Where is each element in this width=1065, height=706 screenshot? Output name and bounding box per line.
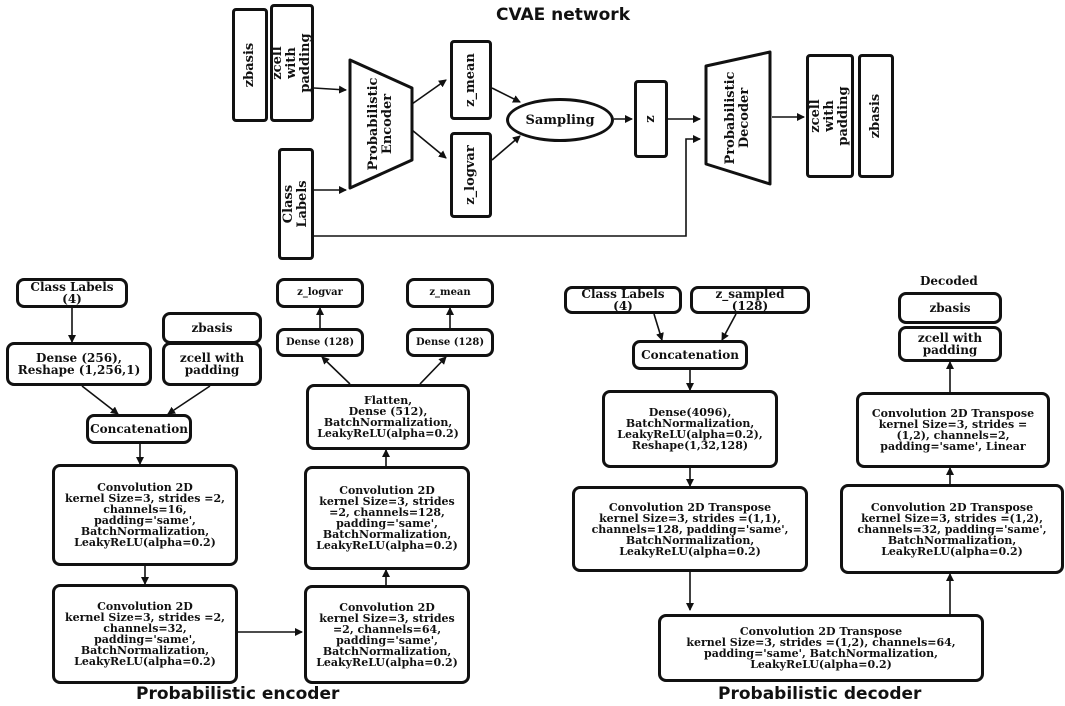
enc-conv-layer-3: Convolution 2D kernel Size=3, strides =2… [304, 585, 470, 684]
dec-class-labels-box: Class Labels (4) [564, 286, 682, 314]
enc-dense-mean-box: Dense (128) [406, 328, 494, 357]
top-zlogvar-block: z_logvar [450, 132, 492, 218]
probabilistic-encoder-label: Probabilistic Encoder [366, 77, 395, 171]
top-zcell-block: zcell with padding [270, 4, 314, 122]
dec-decoded-label: Decoded [920, 274, 978, 288]
top-zmean-label: z_mean [463, 53, 478, 107]
decoder-trapezoid [704, 50, 772, 186]
dec-tconv-layer-4: Convolution 2D Transpose kernel Size=3, … [856, 392, 1050, 468]
top-zmean-block: z_mean [450, 40, 492, 120]
enc-class-labels-box: Class Labels (4) [16, 278, 128, 308]
enc-zcell-box: zcell with padding [162, 342, 262, 386]
probabilistic-decoder-label: Probabilistic Decoder [723, 71, 752, 165]
enc-flatten-box: Flatten, Dense (512), BatchNormalization… [306, 384, 470, 450]
arrow-zlogvar-to-sampling [491, 135, 521, 161]
arrow-classlabels-to-decoder [312, 135, 701, 237]
top-zlogvar-label: z_logvar [463, 145, 478, 205]
top-class-labels-label: Class Labels [281, 180, 310, 228]
enc-conv-layer-2: Convolution 2D kernel Size=3, strides =2… [52, 584, 238, 684]
dec-tconv-layer-2: Convolution 2D Transpose kernel Size=3, … [658, 614, 984, 682]
enc-conv-layer-4: Convolution 2D kernel Size=3, strides =2… [304, 466, 470, 570]
arrow-zmean-to-sampling [491, 87, 521, 103]
arrow-zsampled-to-concat [721, 313, 737, 341]
enc-conv-layer-1: Convolution 2D kernel Size=3, strides =2… [52, 464, 238, 566]
dec-dense-box: Dense(4096), BatchNormalization, LeakyRe… [602, 390, 778, 468]
dec-tconv-layer-3: Convolution 2D Transpose kernel Size=3, … [840, 484, 1064, 574]
dec-tconv-layer-1: Convolution 2D Transpose kernel Size=3, … [572, 486, 808, 572]
encoder-caption: Probabilistic encoder [136, 684, 340, 704]
dec-concatenation-box: Concatenation [632, 340, 748, 370]
enc-zlogvar-box: z_logvar [276, 278, 364, 308]
top-class-labels-block: Class Labels [278, 148, 314, 260]
page-title: CVAE network [496, 5, 630, 25]
top-output-zbasis-block: zbasis [858, 54, 894, 178]
dec-zcell-box: zcell with padding [898, 326, 1002, 362]
top-z-block: z [634, 80, 668, 158]
top-output-zcell-label: zcell with padding [808, 86, 851, 146]
top-output-zcell-block: zcell with padding [806, 54, 854, 178]
decoder-caption: Probabilistic decoder [718, 684, 922, 704]
arrow-encoder-to-zmean [411, 79, 447, 105]
arrow-classlabels4-to-concat [653, 313, 664, 341]
probabilistic-encoder-block [348, 58, 414, 190]
arrow-encoder-to-zlogvar [411, 129, 447, 159]
enc-dense-reshape-box: Dense (256), Reshape (1,256,1) [6, 342, 152, 386]
enc-zmean-box: z_mean [406, 278, 494, 308]
top-z-label: z [643, 115, 658, 123]
top-zcell-label: zcell with padding [270, 33, 313, 93]
enc-zbasis-box: zbasis [162, 312, 262, 344]
arrow-flatten-to-dense-mean [419, 356, 447, 385]
dec-z-sampled-box: z_sampled (128) [690, 286, 810, 314]
sampling-node: Sampling [506, 98, 614, 142]
top-zbasis-block: zbasis [232, 8, 268, 122]
enc-concatenation-box: Concatenation [86, 414, 192, 444]
arrow-zcell-to-encoder [313, 85, 347, 94]
top-output-zbasis-label: zbasis [868, 93, 883, 139]
enc-dense-logvar-box: Dense (128) [276, 328, 364, 357]
arrow-zcell-to-concat [167, 385, 211, 415]
arrow-flatten-to-dense-logvar [321, 356, 351, 385]
top-zbasis-label: zbasis [242, 42, 257, 88]
dec-zbasis-box: zbasis [898, 292, 1002, 324]
arrow-dense-to-concat [81, 385, 119, 415]
